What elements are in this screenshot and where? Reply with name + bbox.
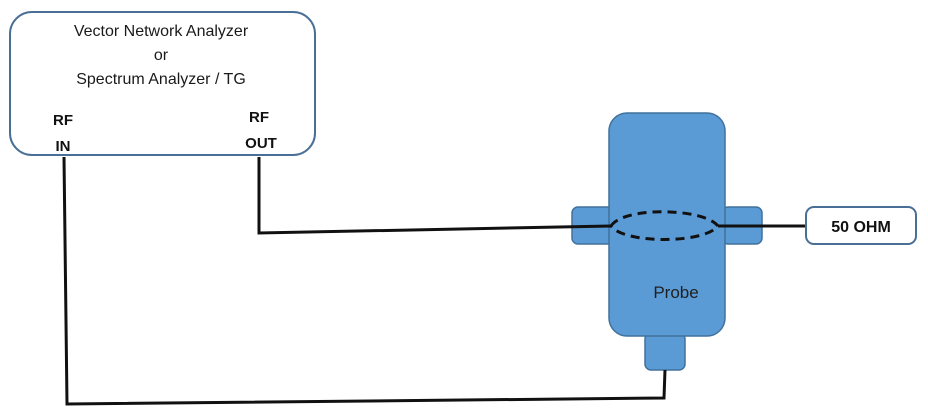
analyzer-title-line-3: Spectrum Analyzer / TG bbox=[76, 71, 246, 88]
rf-out-label-line-1: RF bbox=[249, 109, 269, 126]
termination-box bbox=[805, 206, 917, 245]
rf-out-cable bbox=[257, 157, 612, 235]
probe-label: Probe bbox=[653, 283, 698, 302]
analyzer-title-line-1: Vector Network Analyzer bbox=[74, 23, 249, 40]
analyzer-box bbox=[9, 11, 316, 156]
rf-out-label-line-2: OUT bbox=[245, 135, 277, 152]
rf-in-label-line-1: RF bbox=[53, 112, 73, 129]
probe-bottom-connector bbox=[644, 332, 686, 371]
rf-in-label-line-2: IN bbox=[56, 138, 71, 155]
analyzer-title-line-2: or bbox=[154, 47, 169, 64]
probe-body bbox=[608, 112, 726, 337]
termination-label: 50 OHM bbox=[831, 219, 891, 236]
rf-in-cable bbox=[62, 156, 667, 406]
